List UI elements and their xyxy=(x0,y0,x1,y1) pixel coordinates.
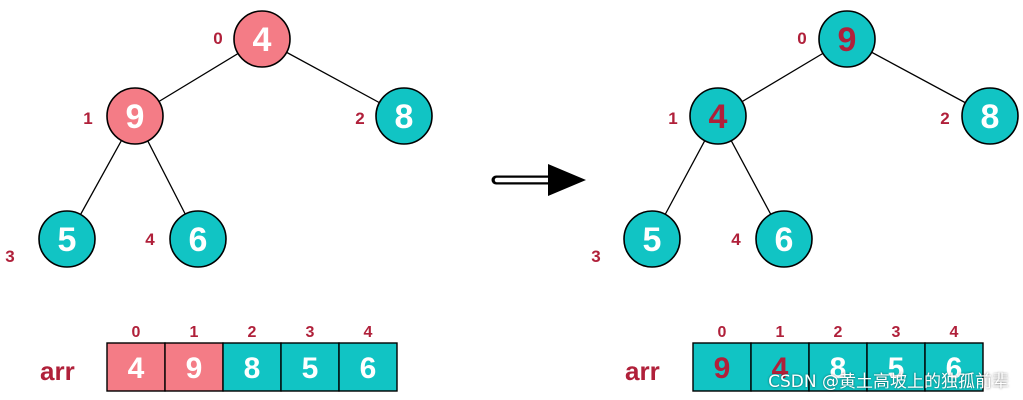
tree-node-index: 4 xyxy=(731,230,741,249)
tree-node-value: 5 xyxy=(643,221,662,259)
tree-node: 9 xyxy=(818,10,876,68)
array-cell-box xyxy=(164,342,224,392)
tree-node: 9 xyxy=(106,87,164,145)
array-cell-index: 4 xyxy=(950,324,959,341)
tree-node-circle xyxy=(233,10,291,68)
array-cell-value: 6 xyxy=(360,352,377,385)
tree-node-value: 9 xyxy=(838,21,857,59)
tree-node-circle xyxy=(689,87,747,145)
array-cell-box xyxy=(808,342,868,392)
tree-node-value: 8 xyxy=(981,98,1000,136)
transition-arrow-icon xyxy=(491,164,586,196)
array-cell-box xyxy=(692,342,752,392)
tree-node: 8 xyxy=(375,87,433,145)
tree-node: 5 xyxy=(38,210,96,268)
tree-node-value: 5 xyxy=(58,221,77,259)
watermark: CSDN @黄土高坡上的独孤前辈 xyxy=(768,372,1009,392)
tree-node-circle xyxy=(623,210,681,268)
array-cell-index: 0 xyxy=(132,324,141,341)
array-cell-box xyxy=(924,342,984,392)
tree-node-index: 4 xyxy=(145,230,155,249)
array-cell-value: 9 xyxy=(714,352,731,385)
array-cell-index: 2 xyxy=(248,324,257,341)
array-cell: 6 xyxy=(924,342,984,392)
tree-node: 8 xyxy=(961,87,1019,145)
array-cell: 8 xyxy=(808,342,868,392)
array-cell-value: 5 xyxy=(888,352,905,385)
tree-node-value: 4 xyxy=(709,98,728,136)
array-cell: 5 xyxy=(866,342,926,392)
array-cell-box xyxy=(280,342,340,392)
tree-node: 4 xyxy=(689,87,747,145)
tree-node-circle xyxy=(818,10,876,68)
array-label: arr xyxy=(40,356,75,386)
array-cell-box xyxy=(750,342,810,392)
array-cell-index: 1 xyxy=(776,324,785,341)
tree-node-index: 1 xyxy=(83,109,92,128)
array-cell-box xyxy=(866,342,926,392)
array-cell-index: 4 xyxy=(364,324,373,341)
array-cell-value: 6 xyxy=(946,352,963,385)
tree-node-circle xyxy=(169,210,227,268)
array-cell: 6 xyxy=(338,342,398,392)
tree-node-value: 8 xyxy=(395,98,414,136)
array-label: arr xyxy=(625,356,660,386)
tree-node: 6 xyxy=(755,210,813,268)
tree-node-value: 4 xyxy=(253,21,272,59)
array-cell-index: 2 xyxy=(834,324,843,341)
after-panel: 9 0 4 1 8 2 5 3 6 4 arr 9 0 4 1 8 2 5 3 6 4 xyxy=(591,10,1019,392)
tree-node-circle xyxy=(755,210,813,268)
array-cell-box xyxy=(106,342,166,392)
tree-node-index: 3 xyxy=(591,247,600,266)
tree-node-index: 1 xyxy=(668,109,677,128)
array-cell: 9 xyxy=(164,342,224,392)
tree-node: 4 xyxy=(233,10,291,68)
tree-node-index: 0 xyxy=(797,29,806,48)
tree-node-circle xyxy=(106,87,164,145)
array-cell-index: 3 xyxy=(306,324,315,341)
array-cell-value: 8 xyxy=(244,352,261,385)
tree-node: 5 xyxy=(623,210,681,268)
tree-node-value: 6 xyxy=(775,221,794,259)
array-cell-index: 0 xyxy=(718,324,727,341)
array-cell: 9 xyxy=(692,342,752,392)
array-cell-box xyxy=(338,342,398,392)
array-cell-value: 4 xyxy=(128,352,145,385)
tree-node-index: 3 xyxy=(5,247,14,266)
array-cell-index: 3 xyxy=(892,324,901,341)
array-cell-value: 9 xyxy=(186,352,203,385)
tree-node-value: 6 xyxy=(189,221,208,259)
tree-node-index: 2 xyxy=(355,109,364,128)
tree-node: 6 xyxy=(169,210,227,268)
array-cell: 4 xyxy=(750,342,810,392)
array-cell-box xyxy=(222,342,282,392)
array-cell: 5 xyxy=(280,342,340,392)
tree-node-circle xyxy=(961,87,1019,145)
array-cell: 8 xyxy=(222,342,282,392)
array-cell-index: 1 xyxy=(190,324,199,341)
tree-node-index: 0 xyxy=(213,29,222,48)
array-cell-value: 5 xyxy=(302,352,319,385)
tree-node-index: 2 xyxy=(940,109,949,128)
tree-node-circle xyxy=(375,87,433,145)
array-cell-value: 8 xyxy=(830,352,847,385)
array-cell-value: 4 xyxy=(772,352,789,385)
array-cell: 4 xyxy=(106,342,166,392)
tree-node-circle xyxy=(38,210,96,268)
tree-node-value: 9 xyxy=(126,98,145,136)
